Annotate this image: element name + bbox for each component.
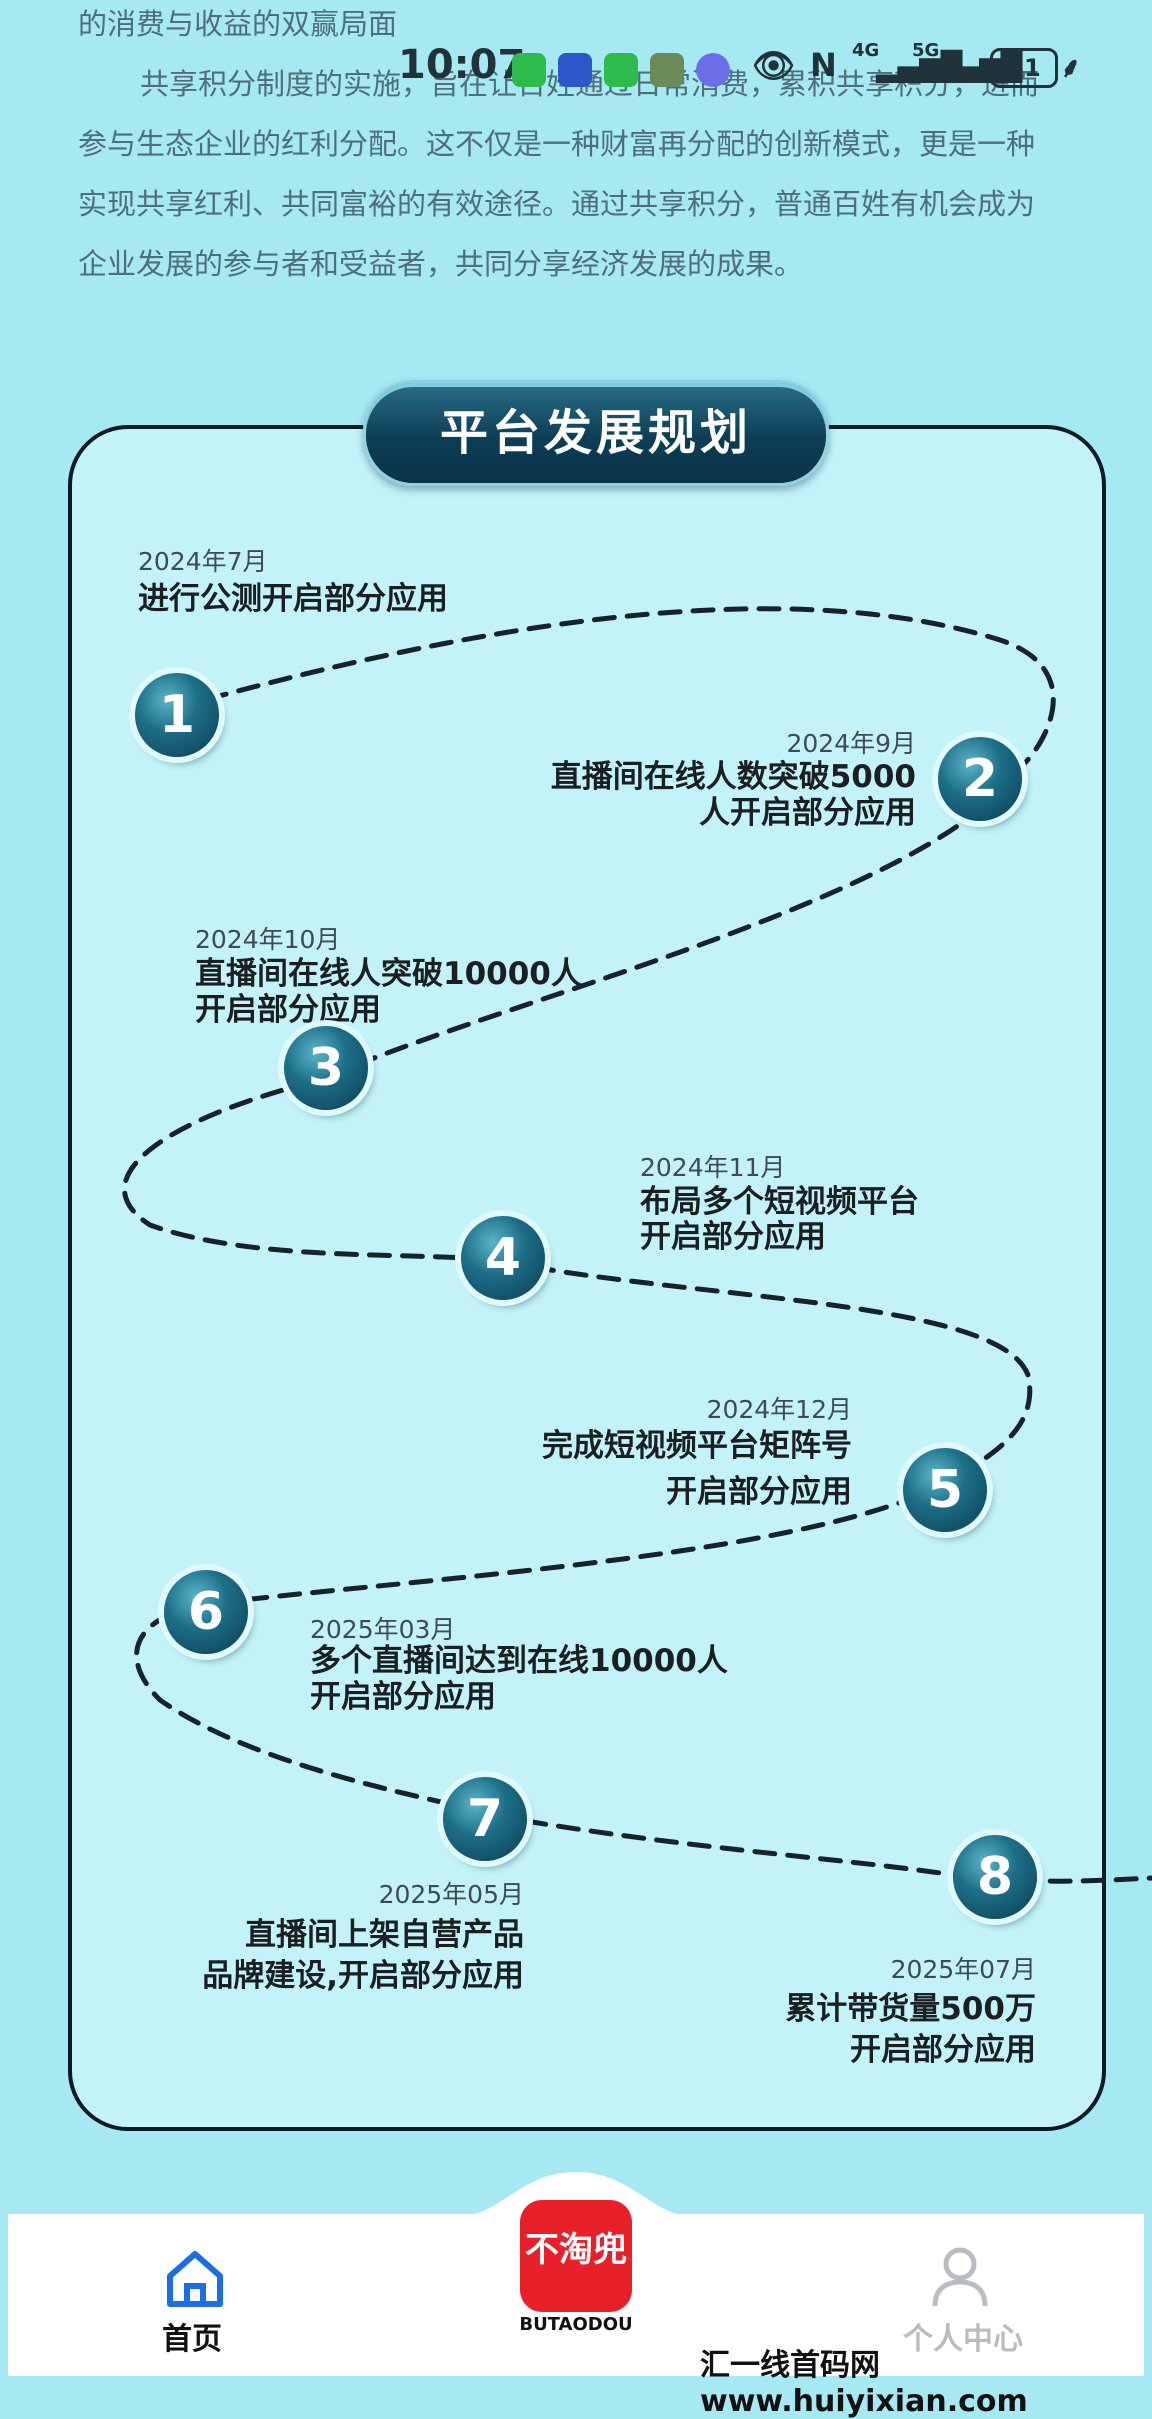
milestone-6-date: 2025年03月	[310, 1615, 456, 1644]
app-logo-button[interactable]: 不淘兜	[520, 2200, 632, 2312]
milestone-5-desc-line1: 完成短视频平台矩阵号	[542, 1428, 852, 1464]
milestone-2-node: 2	[938, 737, 1022, 821]
milestone-1-desc: 进行公测开启部分应用	[138, 581, 448, 617]
watermark: 汇一线首码网 www.huiyixian.com	[700, 2348, 1028, 2419]
milestone-7-desc-line1: 直播间上架自营产品	[245, 1917, 524, 1953]
status-bar: 10:07 👁 N 4G ▂▄▆█ 5G ▂▄▆█ 61 ⸙	[0, 38, 1152, 98]
milestone-5-date: 2024年12月	[706, 1395, 852, 1424]
intro-line-2: 参与生态企业的红利分配。这不仅是一种财富再分配的创新模式，更是一种	[78, 127, 1036, 161]
milestone-6-desc-line2: 开启部分应用	[310, 1679, 496, 1715]
signal-5g-label: 5G	[912, 40, 940, 61]
user-icon	[932, 2247, 988, 2307]
milestone-4-desc-line1: 布局多个短视频平台	[640, 1184, 919, 1220]
eye-icon: 👁	[752, 46, 796, 86]
milestone-6-desc-line1: 多个直播间达到在线10000人	[310, 1643, 728, 1679]
milestone-4-date: 2024年11月	[640, 1153, 786, 1182]
milestone-4-desc-line2: 开启部分应用	[640, 1219, 826, 1255]
milestone-8-desc-line2: 开启部分应用	[850, 2032, 1036, 2068]
tab-profile[interactable]: 个人中心	[895, 2240, 1025, 2360]
milestone-7-node: 7	[443, 1777, 527, 1861]
intro-line-0: 的消费与收益的双赢局面	[78, 7, 398, 41]
milestone-7-desc-line2: 品牌建设,开启部分应用	[202, 1958, 524, 1994]
milestone-8-desc-line1: 累计带货量500万	[785, 1991, 1036, 2027]
milestone-1-node: 1	[135, 673, 219, 757]
milestone-2-desc-line2: 人开启部分应用	[699, 795, 916, 831]
tab-home-label: 首页	[162, 2322, 222, 2357]
intro-line-3: 实现共享红利、共同富裕的有效途径。通过共享积分，普通百姓有机会成为	[78, 187, 1036, 221]
tab-profile-label: 个人中心	[903, 2322, 1023, 2357]
app-icon-blue	[558, 53, 592, 87]
avatar-app-icon	[650, 53, 684, 87]
music-icon	[696, 53, 730, 87]
milestone-3-node: 3	[284, 1026, 368, 1110]
milestone-8-date: 2025年07月	[890, 1955, 1036, 1984]
milestone-4-node: 4	[461, 1216, 545, 1300]
nfc-icon: N	[810, 46, 837, 84]
milestone-1-date: 2024年7月	[138, 547, 268, 576]
signal-bars-icon: ▂▄▆█	[876, 50, 963, 83]
milestone-8-node: 8	[953, 1835, 1037, 1919]
signal-4g-label: 4G	[852, 40, 880, 61]
intro-line-4: 企业发展的参与者和受益者，共同分享经济发展的成果。	[78, 247, 804, 281]
milestone-5-node: 5	[903, 1448, 987, 1532]
signal-bars-icon: ▂▄▆█	[936, 50, 1023, 83]
section-title: 平台发展规划	[439, 405, 752, 461]
home-icon	[167, 2251, 223, 2307]
leaf-icon: ⸙	[1060, 51, 1082, 84]
status-time: 10:07	[398, 42, 526, 88]
milestone-6-node: 6	[164, 1570, 248, 1654]
milestone-3-date: 2024年10月	[195, 925, 341, 954]
battery-icon: 61	[990, 48, 1058, 88]
milestone-5-desc-line2: 开启部分应用	[666, 1474, 852, 1510]
tab-home[interactable]: 首页	[150, 2240, 240, 2357]
app-logo-text: 不淘兜	[525, 2230, 627, 2270]
section-title-banner: 平台发展规划	[363, 380, 829, 486]
milestone-2-date: 2024年9月	[786, 729, 916, 758]
milestone-3-desc-line2: 开启部分应用	[195, 992, 381, 1028]
milestone-7-date: 2025年05月	[378, 1880, 524, 1909]
wechat-icon	[604, 53, 638, 87]
roadmap-card	[68, 425, 1106, 2131]
app-logo-sub: BUTAODOU	[519, 2314, 633, 2335]
milestone-2-desc-line1: 直播间在线人数突破5000	[550, 759, 916, 795]
wechat-icon	[512, 53, 546, 87]
milestone-3-desc-line1: 直播间在线人突破10000人	[195, 956, 582, 992]
